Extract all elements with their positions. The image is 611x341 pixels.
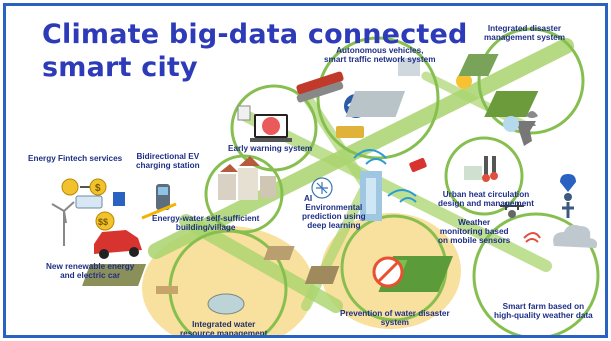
ev-charging-icons: $$ [51, 184, 177, 259]
diagram-frame: $ $$ [3, 3, 608, 338]
traffic-icons [296, 58, 420, 138]
thermometer-icon [484, 156, 488, 176]
title-line-1: Climate big-data connected [42, 19, 468, 50]
urban-heat-icons [464, 156, 498, 182]
ai-brain-icon [311, 177, 333, 199]
label-water-disaster: Prevention of water disaster system [340, 309, 450, 327]
title-line-2: smart city [42, 52, 198, 83]
cloud-icon [553, 224, 598, 248]
label-urban-heat: Urban heat circulation design and manage… [438, 190, 534, 208]
wifi-icon [353, 149, 387, 165]
label-ai-prediction: AI Environmental prediction using deep l… [302, 194, 366, 230]
ring-traffic [316, 36, 440, 160]
smart-city-illustration: $ $$ [51, 27, 600, 335]
water-resource-icons [82, 264, 245, 315]
dollar-coin-icon [89, 178, 107, 196]
water-disaster-icons [263, 246, 404, 288]
tornado-icon [516, 121, 536, 146]
location-pin-icon [560, 174, 576, 192]
drone-sensor-icons [500, 202, 541, 243]
svg-text:$$: $$ [98, 217, 108, 227]
wind-turbine-icon [51, 201, 75, 246]
person-icon [562, 202, 574, 218]
drone-icon [500, 202, 524, 210]
red-car-icon [409, 157, 427, 173]
label-autonomous-vehicles: Autonomous vehicles, smart traffic netwo… [324, 46, 436, 64]
label-water-resource: Integrated water resource management [180, 320, 268, 338]
ring-urban-heat [444, 136, 524, 216]
label-weather-monitoring: Weather monitoring based on mobile senso… [438, 218, 511, 245]
label-smart-farm: Smart farm based on high-quality weather… [494, 302, 593, 320]
page-title: Climate big-data connected smart city [42, 18, 468, 84]
coin-icon [61, 178, 79, 196]
laptop-warning-icon [237, 105, 292, 142]
disaster-icons [456, 54, 539, 146]
label-energy-fintech: Energy Fintech services [28, 154, 123, 163]
label-renewable-energy: New renewable energy and electric car [46, 262, 135, 280]
label-bidirectional-ev: Bidirectional EV charging station [136, 152, 200, 170]
ai-center-icons [311, 149, 427, 221]
signal-icon [523, 232, 541, 243]
fintech-icons: $ [61, 178, 125, 209]
label-integrated-disaster: Integrated disaster management system [484, 24, 565, 42]
electric-car-icon [94, 230, 142, 254]
label-early-warning: Early warning system [228, 144, 313, 153]
dollar-sign: $ [95, 183, 101, 194]
label-energy-water: Energy-water self-sufficient building/vi… [152, 214, 260, 232]
ring-disaster-mgmt [477, 27, 585, 135]
village-icons [218, 156, 276, 200]
sun-icon [456, 73, 472, 89]
ring-smart-farm [472, 212, 600, 335]
